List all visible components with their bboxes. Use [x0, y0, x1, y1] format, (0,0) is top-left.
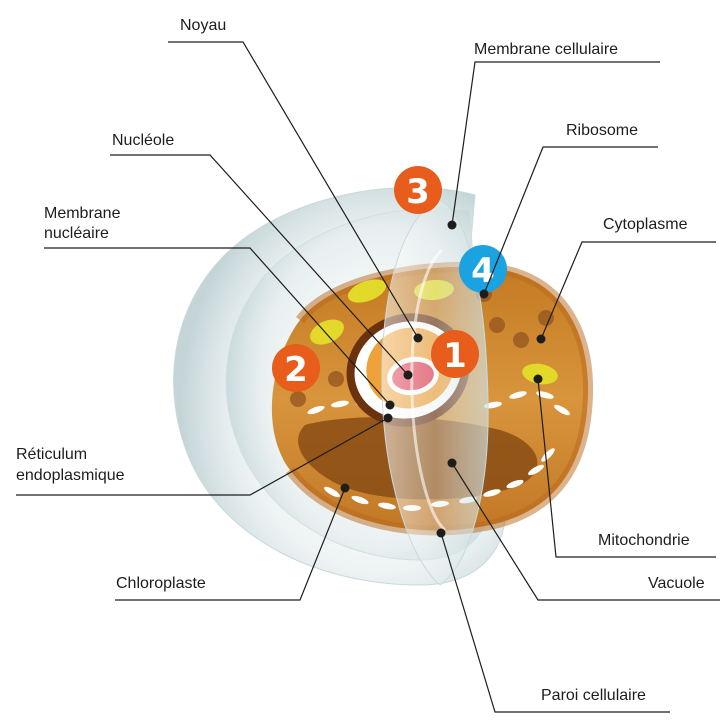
- reticulum-dash: [509, 391, 527, 399]
- reticulum-dash: [541, 448, 555, 462]
- ribosome: [513, 332, 529, 348]
- badge-2: 2: [272, 344, 320, 392]
- badge-1-number: 1: [443, 336, 467, 376]
- ribosome: [538, 310, 554, 326]
- reticulum-dash: [307, 405, 325, 415]
- reticulum-dash: [506, 479, 524, 489]
- reticulum-dash: [378, 502, 396, 510]
- reticulum-dash: [483, 489, 501, 497]
- leader-paroi-cellulaire: [440, 532, 670, 713]
- badge-3: 3: [394, 166, 442, 214]
- label-vacuole: Vacuole: [648, 575, 705, 592]
- label-membrane-cellulaire: Membrane cellulaire: [474, 41, 618, 58]
- leader-membrane-cellulaire: [451, 61, 660, 226]
- reticulum-dash: [554, 404, 570, 416]
- reticulum-dash: [351, 495, 369, 505]
- leader-chloroplaste: [115, 487, 346, 601]
- cell-wall-slice: [381, 199, 489, 586]
- labels: Noyau Membrane cellulaire Nucléole Ribos…: [16, 17, 705, 704]
- badge-1: 1: [431, 330, 479, 378]
- leader-vacuole: [451, 462, 720, 601]
- label-noyau: Noyau: [180, 17, 226, 34]
- badge-4-number: 4: [471, 251, 495, 291]
- ribosome: [328, 371, 344, 387]
- label-paroi-cellulaire: Paroi cellulaire: [541, 687, 646, 704]
- badge-4: 4: [459, 245, 507, 293]
- reticulum-dash: [528, 464, 544, 476]
- label-membrane-nucleaire-line2: nucléaire: [44, 225, 109, 242]
- label-nucleole: Nucléole: [112, 132, 174, 149]
- chloroplast: [347, 279, 387, 303]
- leader-cytoplasme: [540, 241, 716, 340]
- label-reticulum-line2: endoplasmique: [16, 467, 125, 484]
- leader-membrane-nucleaire: [44, 247, 391, 406]
- ribosome: [489, 317, 505, 333]
- reticulum-dash: [324, 486, 340, 498]
- leader-mitochondrie: [537, 378, 716, 558]
- leader-nucleole: [110, 154, 409, 376]
- badge-2-number: 2: [284, 350, 308, 390]
- leader-dots: [340, 220, 546, 538]
- label-mitochondrie: Mitochondrie: [598, 532, 690, 549]
- label-cytoplasme: Cytoplasme: [603, 216, 688, 233]
- label-reticulum-line1: Réticulum: [16, 446, 87, 463]
- ribosome-group: [290, 286, 554, 407]
- leader-noyau: [168, 41, 419, 339]
- leader-ribosome: [483, 146, 658, 295]
- reticulum-dash: [536, 391, 554, 399]
- ribosome: [290, 391, 306, 407]
- label-membrane-nucleaire-line1: Membrane: [44, 205, 121, 222]
- chloroplast: [522, 363, 558, 385]
- leader-lines: [16, 41, 720, 713]
- label-ribosome: Ribosome: [566, 122, 638, 139]
- leader-reticulum: [16, 417, 389, 496]
- label-chloroplaste: Chloroplaste: [116, 575, 206, 592]
- badge-3-number: 3: [406, 172, 430, 212]
- reticulum-dash: [331, 400, 349, 408]
